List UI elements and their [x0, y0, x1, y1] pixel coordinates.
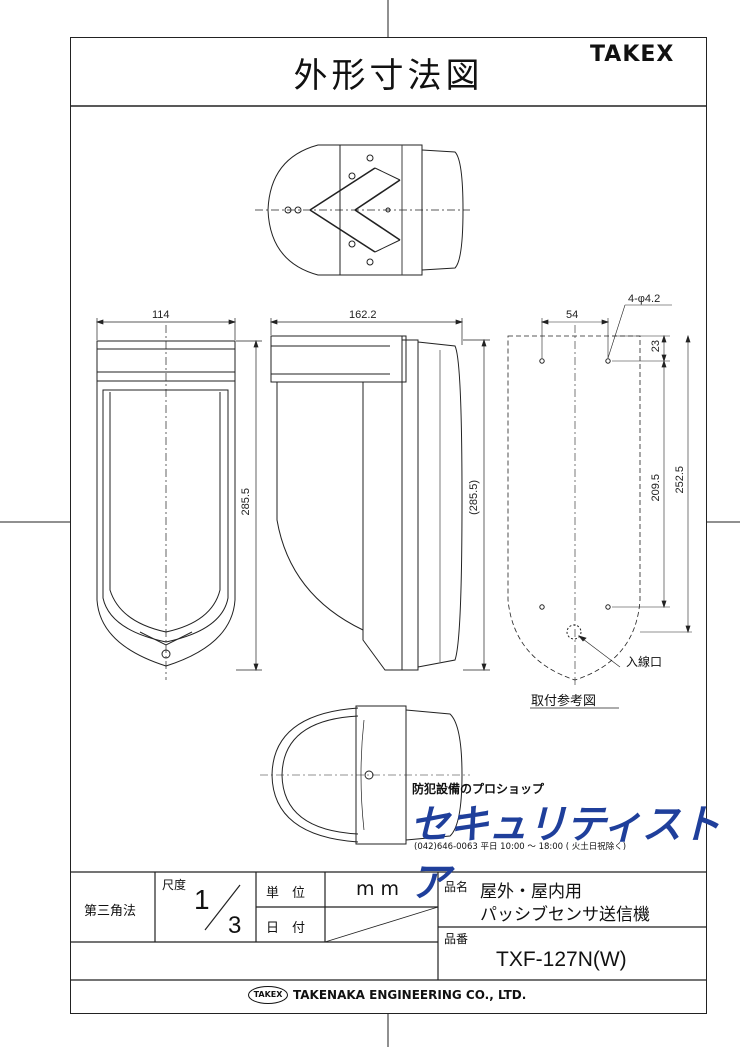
company-name: TAKENAKA ENGINEERING CO., LTD. — [293, 988, 527, 1002]
product-name-line1: 屋外・屋内用 — [480, 882, 582, 902]
product-no-label: 品番 — [444, 932, 469, 946]
page-title: 外形寸法図 — [293, 56, 484, 96]
scale-denominator: 3 — [228, 912, 242, 939]
shop-contact: (042)646-0063 平日 10:00 ～ 18:00 ( 火土日祝除く) — [414, 842, 627, 852]
drawing-frame — [70, 37, 707, 1014]
mounting-reference — [507, 304, 692, 709]
cable-inlet-label: 入線口 — [626, 655, 663, 669]
shop-name: セキュリティストア — [410, 802, 721, 906]
scale-numerator: 1 — [194, 884, 210, 915]
company-logo-text: TAKEX — [253, 990, 283, 999]
front-view — [96, 318, 262, 680]
date-label: 日 付 — [266, 921, 306, 936]
dim-top-offset: 23 — [650, 340, 662, 353]
unit-value: m m — [356, 878, 400, 900]
dim-mount-spacing: 54 — [566, 309, 579, 321]
product-name-line2: パッシブセンサ送信機 — [480, 905, 650, 925]
dim-mount-height: 252.5 — [674, 466, 686, 494]
dim-hole-spec: 4-φ4.2 — [628, 293, 661, 305]
dim-side-depth: 162.2 — [349, 309, 377, 321]
company-logo: TAKEX — [248, 986, 288, 1004]
brand-logo: TAKEX — [590, 42, 675, 67]
mount-reference-label: 取付参考図 — [531, 694, 597, 709]
product-name-label: 品名 — [444, 880, 469, 894]
product-number: TXF-127N(W) — [496, 948, 627, 971]
side-view — [270, 318, 490, 671]
projection-method: 第三角法 — [84, 904, 137, 919]
dim-hole-vertical: 209.5 — [650, 474, 662, 502]
dim-front-height: 285.5 — [240, 488, 252, 516]
dim-front-width: 114 — [152, 309, 170, 321]
dim-side-height: (285.5) — [468, 480, 480, 515]
scale-label: 尺度 — [162, 878, 187, 892]
title-block-grid — [70, 871, 707, 981]
bottom-view — [260, 705, 470, 845]
unit-label: 単 位 — [266, 886, 306, 901]
shop-tagline: 防犯設備のプロショップ — [412, 782, 545, 796]
top-view — [255, 144, 470, 276]
